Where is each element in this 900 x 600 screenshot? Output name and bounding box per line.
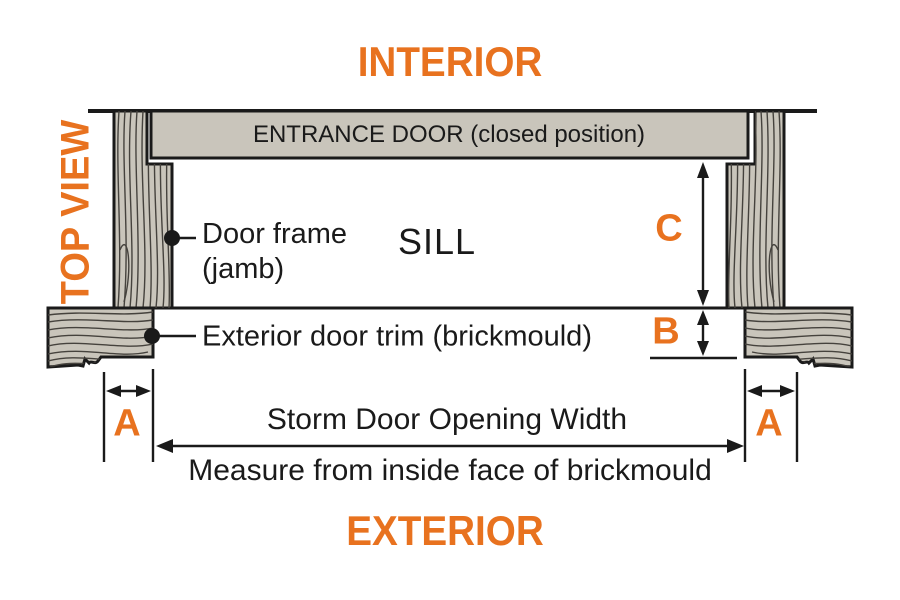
- exterior-label: EXTERIOR: [346, 507, 544, 554]
- right-brickmould: [743, 306, 854, 369]
- door-frame-label-line1: Door frame: [202, 218, 348, 250]
- storm-door-opening-width-label: Storm Door Opening Width: [266, 403, 628, 436]
- dimension-b-arrow: [650, 310, 737, 360]
- top-view-label: TOP VIEW: [53, 119, 98, 305]
- door-frame-callout: [164, 230, 196, 246]
- door-frame-label-line2: (jamb): [202, 253, 285, 285]
- dimension-a-right-label: A: [755, 402, 783, 445]
- brickmould-callout: [144, 328, 196, 344]
- dimension-b-label: B: [652, 310, 680, 353]
- left-brickmould: [46, 306, 155, 369]
- storm-door-opening-width-arrow: [156, 439, 744, 453]
- left-door-jamb: [112, 109, 174, 310]
- exterior-trim-label: Exterior door trim (brickmould): [202, 320, 592, 353]
- dimension-c-label: C: [655, 207, 683, 250]
- interior-label: INTERIOR: [357, 38, 543, 85]
- dimension-a-left: [102, 369, 155, 462]
- entrance-door-label: ENTRANCE DOOR (closed position): [252, 121, 646, 148]
- door-frame-label: Door frame (jamb): [202, 217, 347, 287]
- sill-label: SILL: [397, 221, 477, 262]
- dimension-c-arrow: [697, 162, 709, 306]
- dimension-a-right: [743, 369, 799, 462]
- left-brickmould-wood-grain: [48, 311, 153, 367]
- measure-note-label: Measure from inside face of brickmould: [188, 454, 712, 487]
- dimension-a-left-label: A: [113, 402, 141, 445]
- entrance-door-bar: [149, 109, 750, 160]
